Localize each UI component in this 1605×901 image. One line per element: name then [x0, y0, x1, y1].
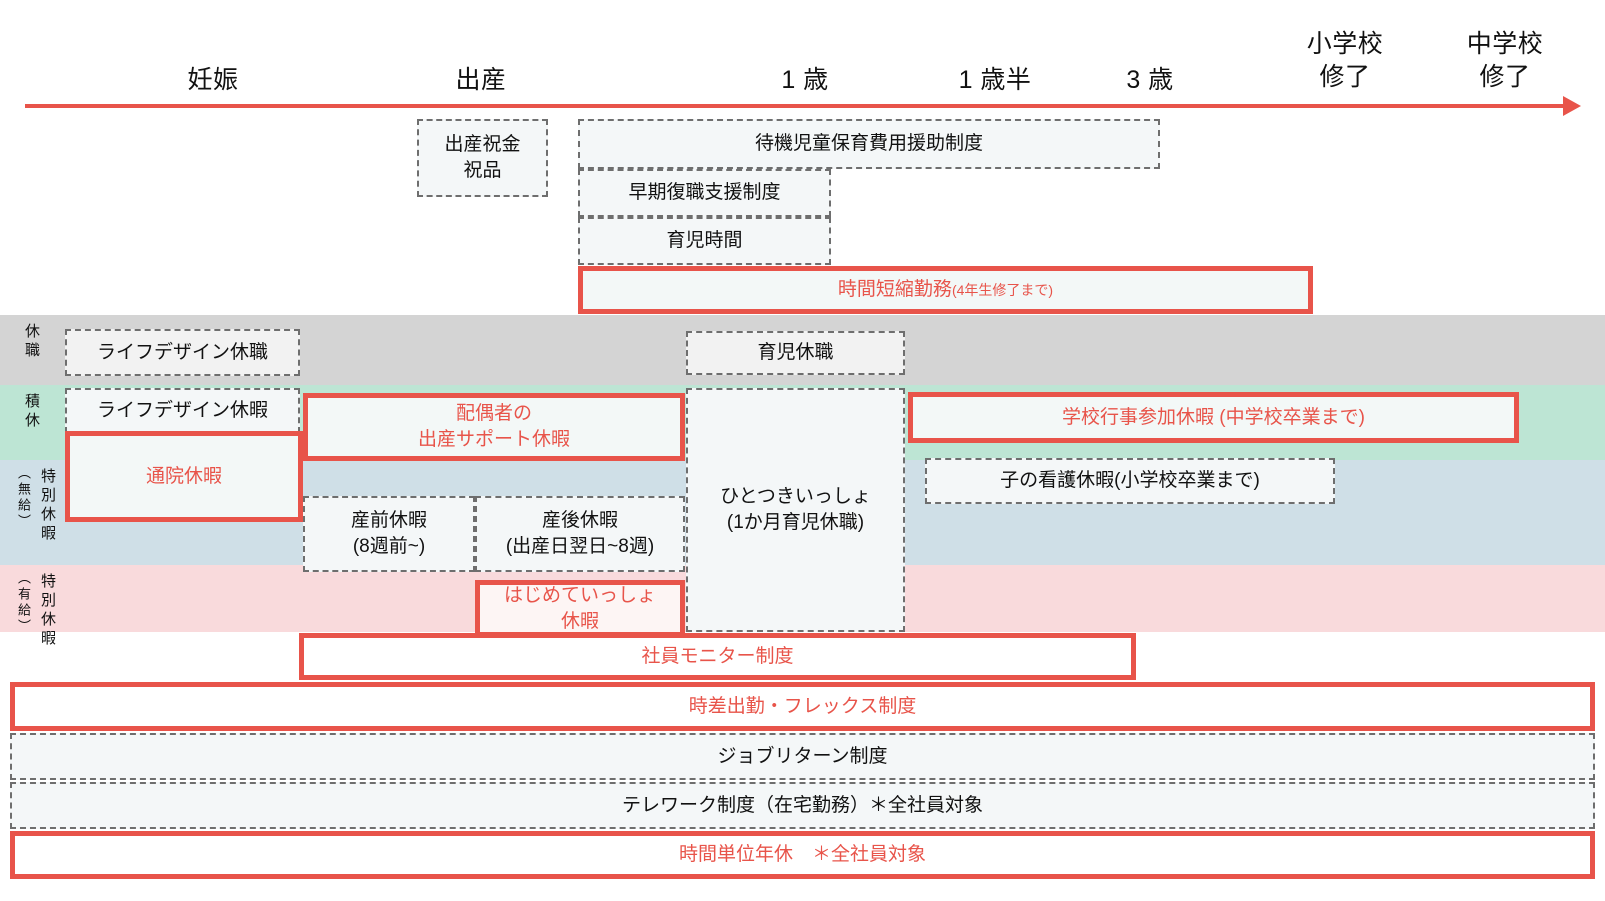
program-label: テレワーク制度（在宅勤務）＊全社員対象: [621, 794, 983, 816]
program-box-時間単位年休-全社員対象[interactable]: 時間単位年休 ＊全社員対象: [10, 831, 1595, 879]
timeline-tick-妊娠: 妊娠: [187, 66, 239, 94]
program-box-配偶者の-出産サポート休暇[interactable]: 配偶者の 出産サポート休暇: [303, 393, 685, 461]
program-box-育児休職[interactable]: 育児休職: [686, 331, 905, 375]
program-box-早期復職支援制度[interactable]: 早期復職支援制度: [578, 169, 831, 217]
program-label: 育児休職: [757, 342, 834, 363]
timeline-tick-1-歳半: 1 歳半: [958, 66, 1032, 94]
program-box-テレワーク制度-在宅勤務-全社員対象[interactable]: テレワーク制度（在宅勤務）＊全社員対象: [10, 782, 1595, 829]
category-sublabel-無給-2: （無給）: [16, 466, 31, 530]
program-label: 時差出勤・フレックス制度: [688, 695, 917, 717]
category-label-休職-0: 休職: [23, 323, 40, 361]
program-label: 育児時間: [666, 230, 743, 251]
program-label: 産後休暇 (出産日翌日~8週): [505, 510, 655, 557]
timeline-tick-1-歳: 1 歳: [781, 66, 829, 94]
program-box-学校行事参加休暇-中学校卒業まで[interactable]: 学校行事参加休暇 (中学校卒業まで): [908, 392, 1519, 443]
program-box-ジョブリターン制度[interactable]: ジョブリターン制度: [10, 733, 1595, 780]
program-note: (4年生修了まで): [951, 282, 1054, 298]
program-box-通院休暇[interactable]: 通院休暇: [65, 431, 303, 522]
program-label: 社員モニター制度: [641, 645, 794, 667]
program-label: 学校行事参加休暇 (中学校卒業まで): [1062, 406, 1365, 428]
program-box-はじめていっしょ-休暇[interactable]: はじめていっしょ 休暇: [475, 580, 685, 637]
program-label: 配偶者の 出産サポート休暇: [417, 403, 570, 450]
program-box-ライフデザイン休暇[interactable]: ライフデザイン休暇: [65, 388, 300, 433]
program-box-ライフデザイン休職[interactable]: ライフデザイン休職: [65, 329, 300, 376]
timeline-tick-出産: 出産: [455, 66, 507, 94]
program-label: 早期復職支援制度: [628, 182, 781, 203]
program-box-社員モニター制度[interactable]: 社員モニター制度: [299, 633, 1136, 680]
program-label: ジョブリターン制度: [717, 745, 888, 767]
program-label: はじめていっしょ 休暇: [503, 584, 656, 632]
program-label: 通院休暇: [145, 465, 222, 487]
program-label: 産前休暇 (8週前~): [350, 510, 427, 557]
program-box-時間短縮勤務[interactable]: 時間短縮勤務(4年生修了まで): [578, 266, 1313, 314]
category-label-特別休暇-3: 特別休暇: [39, 573, 56, 649]
timeline-axis-line: [25, 104, 1573, 108]
program-box-産前休暇-8週前[interactable]: 産前休暇 (8週前~): [303, 496, 475, 572]
program-label: 子の看護休暇(小学校卒業まで): [1000, 470, 1260, 491]
program-box-出産祝金-祝品[interactable]: 出産祝金 祝品: [417, 119, 548, 197]
program-label: ライフデザイン休暇: [96, 399, 268, 421]
program-box-産後休暇-出産日翌日-8週[interactable]: 産後休暇 (出産日翌日~8週): [475, 496, 685, 572]
program-label: 待機児童保育費用援助制度: [754, 133, 983, 154]
program-label: 出産祝金 祝品: [444, 134, 521, 181]
program-box-待機児童保育費用援助制度[interactable]: 待機児童保育費用援助制度: [578, 119, 1160, 169]
program-box-子の看護休暇-小学校卒業まで[interactable]: 子の看護休暇(小学校卒業まで): [925, 458, 1335, 504]
program-label: ひとつきいっしょ (1か月育児休職): [720, 486, 871, 533]
program-box-時差出勤-フレックス制度[interactable]: 時差出勤・フレックス制度: [10, 682, 1595, 731]
category-sublabel-有給-3: （有給）: [16, 571, 31, 635]
program-box-ひとつきいっしょ-1か月育児休職[interactable]: ひとつきいっしょ (1か月育児休職): [686, 388, 905, 632]
timeline-arrow-icon: [1563, 96, 1581, 116]
timeline-tick-3-歳: 3 歳: [1126, 66, 1174, 94]
program-label: 時間短縮勤務: [837, 279, 952, 300]
category-label-特別休暇-2: 特別休暇: [39, 468, 56, 544]
program-box-育児時間[interactable]: 育児時間: [578, 217, 831, 265]
timeline-tick-中学校-修了: 中学校 修了: [1466, 30, 1544, 91]
category-label-積休-1: 積休: [23, 393, 40, 431]
timeline-tick-小学校-修了: 小学校 修了: [1306, 30, 1384, 91]
program-label: 時間単位年休 ＊全社員対象: [678, 844, 926, 865]
program-label: ライフデザイン休職: [96, 341, 268, 363]
